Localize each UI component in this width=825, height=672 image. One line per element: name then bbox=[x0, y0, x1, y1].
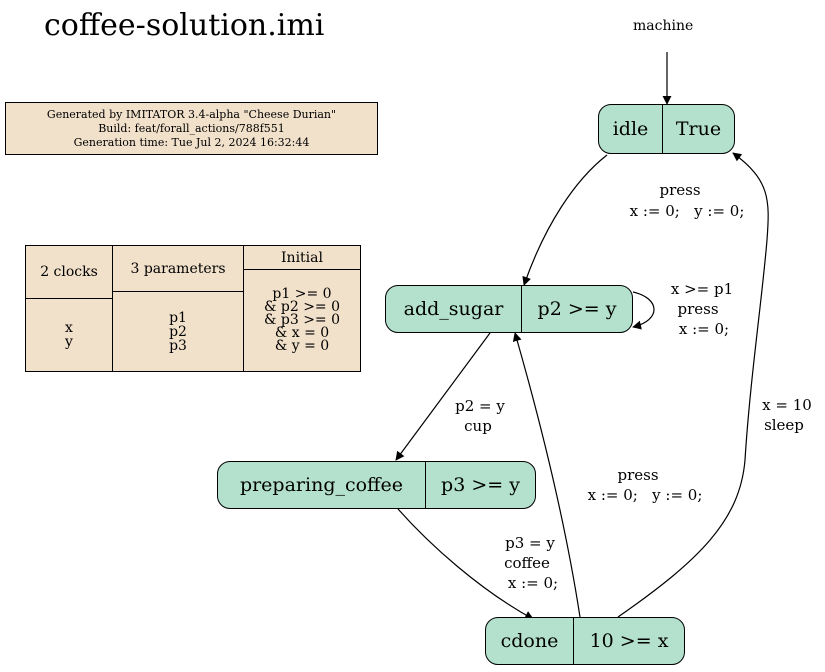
parameters-column: 3 parameters p1 p2 p3 bbox=[113, 246, 244, 371]
generation-info-box: Generated by IMITATOR 3.4-alpha "Cheese … bbox=[5, 102, 378, 155]
edge-idle-to-add-sugar bbox=[522, 154, 608, 286]
clock-item: x bbox=[65, 320, 73, 336]
initial-header: Initial bbox=[244, 246, 360, 270]
edge-label-add-sugar-loop-action: press bbox=[677, 300, 718, 318]
initial-constraint: & p2 >= 0 bbox=[263, 299, 341, 315]
initial-constraint: p1 >= 0 bbox=[272, 286, 332, 302]
parameters-list: p1 p2 p3 bbox=[113, 292, 243, 371]
build-line: Build: feat/forall_actions/788f551 bbox=[98, 122, 285, 135]
automaton-name: machine bbox=[633, 18, 694, 34]
initial-constraints: p1 >= 0 & p2 >= 0 & p3 >= 0 & x = 0 & y … bbox=[244, 270, 360, 371]
parameter-item: p1 bbox=[169, 309, 187, 326]
edge-label-idle-to-add-sugar-action: press bbox=[659, 181, 700, 199]
clocks-list: x y bbox=[26, 299, 112, 371]
edge-cdone-to-idle bbox=[617, 152, 769, 618]
parameter-item: p3 bbox=[169, 337, 187, 354]
location-add-sugar-name: add_sugar bbox=[386, 286, 522, 332]
location-cdone: cdone 10 >= x bbox=[485, 617, 685, 665]
clocks-header: 2 clocks bbox=[26, 246, 112, 299]
generation-time-line: Generation time: Tue Jul 2, 2024 16:32:4… bbox=[73, 136, 310, 149]
location-idle-name: idle bbox=[599, 105, 663, 153]
edge-add-sugar-to-preparing bbox=[395, 332, 491, 461]
diagram-title: coffee-solution.imi bbox=[44, 8, 325, 43]
clocks-column: 2 clocks x y bbox=[26, 246, 113, 371]
edge-label-add-sugar-loop-guard: x >= p1 bbox=[671, 280, 733, 298]
edge-add-sugar-loop bbox=[632, 291, 655, 330]
edge-preparing-to-cdone bbox=[397, 508, 534, 620]
location-cdone-invariant: 10 >= x bbox=[589, 630, 669, 652]
location-idle: idle True bbox=[598, 104, 735, 154]
location-add-sugar-invariant: p2 >= y bbox=[537, 298, 617, 320]
edge-label-preparing-to-cdone-action: coffee bbox=[504, 554, 550, 572]
initial-constraint: & x = 0 bbox=[274, 325, 330, 341]
parameter-item: p2 bbox=[169, 323, 187, 340]
location-idle-invariant: True bbox=[675, 118, 722, 140]
edge-label-cdone-to-idle-action: sleep bbox=[764, 416, 804, 434]
location-preparing-coffee-invariant: p3 >= y bbox=[441, 474, 520, 496]
initial-constraint: & p3 >= 0 bbox=[263, 312, 341, 328]
declarations-table: 2 clocks x y 3 parameters p1 p2 p3 Initi… bbox=[25, 245, 361, 372]
edge-label-cdone-to-add-sugar-update: x := 0; y := 0; bbox=[588, 486, 703, 504]
edge-label-add-sugar-to-preparing-guard: p2 = y bbox=[455, 397, 505, 415]
edge-label-cdone-to-add-sugar-action: press bbox=[617, 466, 658, 484]
edge-label-add-sugar-to-preparing-action: cup bbox=[464, 417, 492, 435]
clock-item: y bbox=[65, 334, 73, 350]
initial-column: Initial p1 >= 0 & p2 >= 0 & p3 >= 0 & x … bbox=[244, 246, 360, 371]
edge-label-cdone-to-idle-guard: x = 10 bbox=[762, 396, 812, 414]
edge-label-preparing-to-cdone-update: x := 0; bbox=[508, 574, 558, 592]
edge-label-idle-to-add-sugar-update: x := 0; y := 0; bbox=[630, 202, 745, 220]
parameters-header: 3 parameters bbox=[113, 246, 243, 292]
initial-constraint: & y = 0 bbox=[274, 338, 330, 354]
edge-label-preparing-to-cdone-guard: p3 = y bbox=[505, 534, 555, 552]
location-preparing-coffee-name: preparing_coffee bbox=[218, 462, 426, 508]
location-preparing-coffee: preparing_coffee p3 >= y bbox=[217, 461, 536, 509]
edge-label-add-sugar-loop-update: x := 0; bbox=[679, 320, 729, 338]
location-cdone-name: cdone bbox=[486, 618, 574, 664]
location-add-sugar: add_sugar p2 >= y bbox=[385, 285, 633, 333]
edge-cdone-to-add-sugar bbox=[512, 332, 581, 618]
generator-line: Generated by IMITATOR 3.4-alpha "Cheese … bbox=[46, 108, 337, 121]
